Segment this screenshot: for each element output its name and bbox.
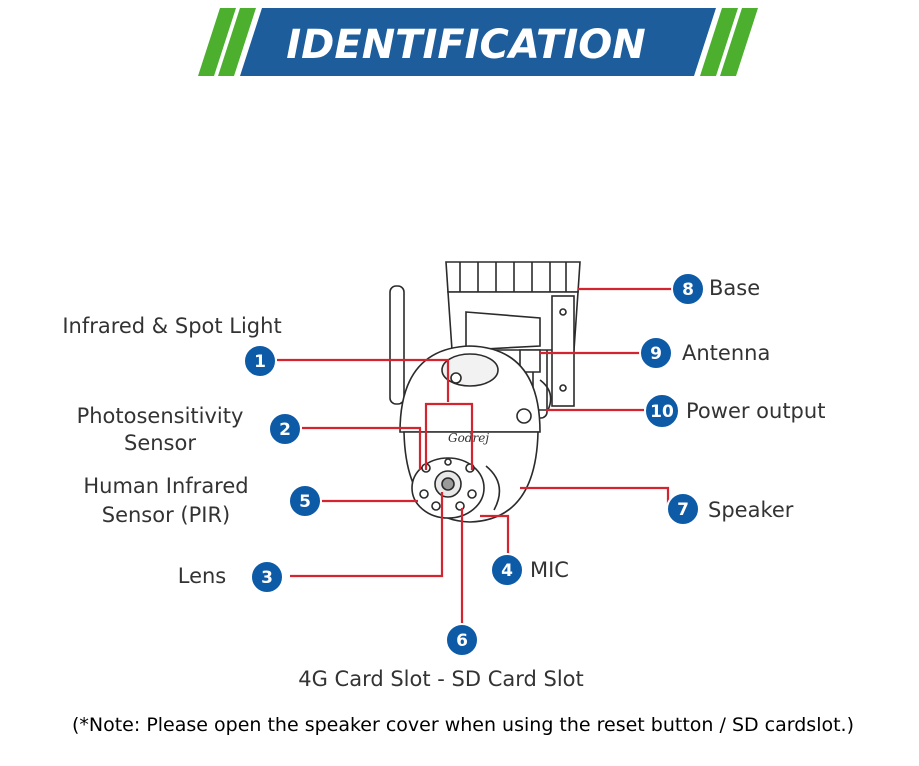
leader-line-3	[290, 492, 444, 578]
svg-text:3: 3	[261, 568, 273, 588]
banner-band	[240, 8, 716, 76]
callout-badge-3: 3	[250, 560, 284, 594]
callout-badge-7: 7	[666, 492, 700, 526]
label-mic: MIC	[530, 558, 569, 582]
camera-illustration: Godrej	[389, 261, 581, 523]
dome-side-bolt-icon	[516, 408, 532, 424]
label-power-output: Power output	[686, 399, 825, 423]
svg-text:10: 10	[650, 402, 674, 422]
page-title: IDENTIFICATION	[286, 22, 645, 68]
callout-badge-4: 4	[490, 553, 524, 587]
svg-text:9: 9	[650, 344, 662, 364]
camera-dome-icon	[399, 345, 541, 433]
label-photosensitivity-sensor-line1: Photosensitivity	[77, 404, 244, 428]
label-lens: Lens	[178, 564, 227, 588]
callout-badge-9: 9	[639, 336, 673, 370]
label-base: Base	[709, 276, 760, 300]
callout-badge-10: 10	[644, 393, 680, 429]
svg-text:5: 5	[299, 492, 311, 512]
lens-center-icon	[441, 477, 455, 491]
leader-line-1	[277, 358, 450, 402]
svg-text:6: 6	[456, 631, 468, 651]
svg-text:4: 4	[501, 561, 513, 581]
callout-labels: Infrared & Spot Light Photosensitivity S…	[62, 276, 825, 691]
label-pir-line2: Sensor (PIR)	[102, 503, 231, 527]
leader-line-4	[480, 514, 510, 570]
ir-led-icon	[431, 501, 441, 511]
title-banner: IDENTIFICATION	[198, 8, 758, 76]
dome-top-cap-icon	[441, 353, 499, 387]
photosensor-icon	[444, 458, 452, 466]
callout-badge-8: 8	[671, 272, 705, 306]
banner-stripe-left-2	[218, 8, 256, 76]
leader-line-2	[302, 426, 422, 470]
callout-badge-1: 1	[243, 344, 277, 378]
banner-stripe-right-1	[700, 8, 738, 76]
label-card-slot: 4G Card Slot - SD Card Slot	[298, 667, 584, 691]
label-photosensitivity-sensor-line2: Sensor	[124, 431, 196, 455]
label-antenna: Antenna	[682, 341, 770, 365]
svg-text:1: 1	[254, 352, 266, 372]
leader-line-7	[520, 486, 670, 508]
ir-led-icon	[467, 489, 477, 499]
label-pir-line1: Human Infrared	[83, 474, 248, 498]
banner-stripe-left-1	[198, 8, 236, 76]
svg-text:2: 2	[279, 420, 291, 440]
svg-text:7: 7	[677, 500, 689, 520]
callout-badge-2: 2	[268, 412, 302, 446]
footnote: (*Note: Please open the speaker cover wh…	[72, 714, 854, 736]
svg-text:8: 8	[682, 280, 694, 300]
speaker-grille-icon	[485, 465, 501, 511]
callout-badge-5: 5	[288, 484, 322, 518]
brand-logo: Godrej	[448, 431, 489, 445]
number-badges: 1 2 3 4 5 6 7 8	[243, 272, 705, 657]
leader-bracket-1	[424, 402, 474, 470]
banner-stripe-right-2	[720, 8, 758, 76]
wall-mount-base-icon	[445, 261, 581, 407]
label-speaker: Speaker	[708, 498, 794, 522]
dome-indicator-icon	[450, 372, 462, 384]
antenna-left-icon	[389, 285, 405, 405]
callout-badge-6: 6	[445, 623, 479, 657]
pir-sensor-icon	[419, 489, 429, 499]
label-infrared-spot-light: Infrared & Spot Light	[62, 314, 281, 338]
